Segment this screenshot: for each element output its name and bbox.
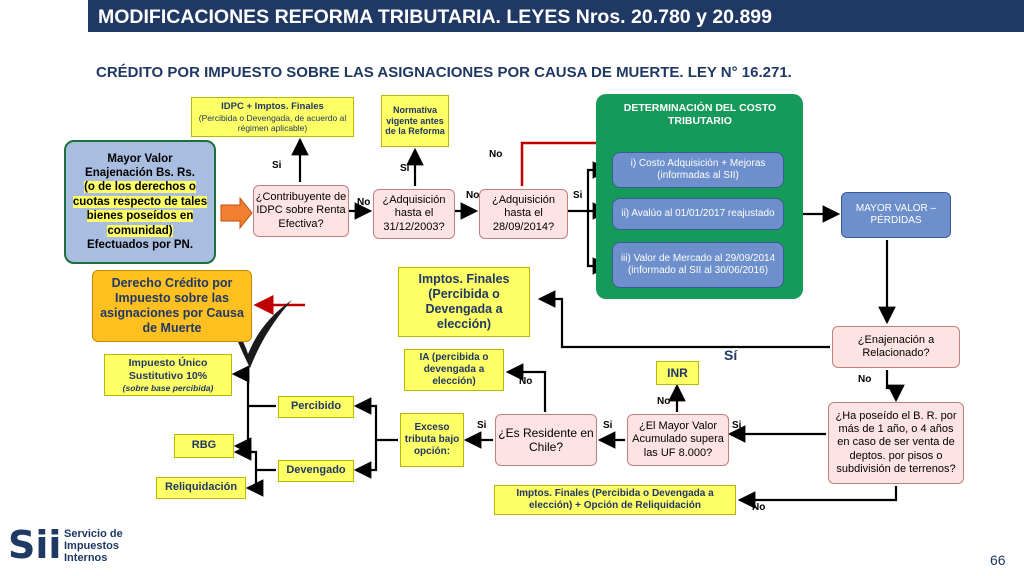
inr-box: INR xyxy=(656,361,699,385)
imptos-reliquidacion-box: Imptos. Finales (Percibida o Devengada a… xyxy=(494,485,736,515)
impuesto-unico-box: Impuesto Único Sustitutivo 10% (sobre ba… xyxy=(104,354,232,396)
mayor-valor-box: Mayor Valor Enajenación Bs. Rs. (o de lo… xyxy=(64,140,216,264)
label-no-residente: No xyxy=(519,376,533,387)
mayor-valor-line2: (o de los derechos o cuotas respecto de … xyxy=(72,181,208,237)
mayor-valor-line1: Mayor Valor Enajenación Bs. Rs. xyxy=(85,152,195,180)
label-no-contribuyente: No xyxy=(357,197,371,208)
label-si-2003: Si xyxy=(400,163,410,174)
exceso-box: Exceso tributa bajo opción: xyxy=(400,413,464,467)
percibido-box: Percibido xyxy=(278,396,354,418)
derecho-credito-box: Derecho Crédito por Impuesto sobre las a… xyxy=(92,270,252,342)
page-title: MODIFICACIONES REFORMA TRIBUTARIA. LEYES… xyxy=(98,6,772,28)
mayor-valor-line3: Efectuados por PN. xyxy=(86,238,194,251)
label-si-enajenacion: Sí xyxy=(724,347,738,363)
impuesto-unico-line1: Impuesto Único Sustitutivo 10% xyxy=(128,357,208,382)
mayor-valor-perdidas: MAYOR VALOR – PÉRDIDAS xyxy=(841,192,951,238)
label-no-2014: No xyxy=(489,149,503,160)
devengado-box: Devengado xyxy=(278,460,354,482)
label-no-2003: No xyxy=(466,190,480,201)
q-contribuyente: ¿Contribuyente de IDPC sobre Renta Efect… xyxy=(253,185,349,237)
impuesto-unico-line2: (sobre base percibida) xyxy=(122,382,214,393)
rbg-box: RBG xyxy=(174,434,234,458)
label-si-2014: Si xyxy=(573,190,583,201)
sii-logo: Sii Servicio de Impuestos Internos xyxy=(8,522,158,572)
ia-percibida-box: IA (percibida o devengada a elección) xyxy=(404,349,504,391)
label-si-poseido: Si xyxy=(732,420,742,431)
sii-logo-mark: Sii xyxy=(8,523,62,567)
costo-option-2: ii) Avalúo al 01/01/2017 reajustado xyxy=(612,198,784,230)
label-si-uf: Si xyxy=(603,420,613,431)
sii-logo-line3: Internos xyxy=(64,552,108,564)
q-adquisicion-2003: ¿Adquisición hasta el 31/12/2003? xyxy=(373,189,455,239)
label-no-uf: No xyxy=(657,396,671,407)
idpc-sub: (Percibida o Devengada, de acuerdo al ré… xyxy=(198,112,347,133)
sii-logo-text: Servicio de Impuestos Internos xyxy=(64,528,123,564)
sii-logo-line1: Servicio de xyxy=(64,528,123,540)
costo-option-3: iii) Valor de Mercado al 29/09/2014 (inf… xyxy=(612,242,784,288)
q-poseido: ¿Ha poseído el B. R. por más de 1 año, o… xyxy=(828,402,964,484)
checkmark-icon xyxy=(232,300,292,368)
title-bar xyxy=(88,0,1024,32)
idpc-box: IDPC + Imptos. Finales (Percibida o Deve… xyxy=(191,97,354,137)
label-si-contribuyente: Si xyxy=(272,160,282,171)
costo-option-1: i) Costo Adquisición + Mejoras (informad… xyxy=(612,152,784,188)
q-enajenacion: ¿Enajenación a Relacionado? xyxy=(832,326,960,368)
q-adquisicion-2014: ¿Adquisición hasta el 28/09/2014? xyxy=(479,189,568,239)
q-residente: ¿Es Residente en Chile? xyxy=(495,414,597,466)
imptos-finales-box: Imptos. Finales (Percibida o Devengada a… xyxy=(398,267,530,337)
sii-logo-line2: Impuestos xyxy=(64,540,120,552)
orange-arrow xyxy=(220,196,253,230)
idpc-main: IDPC + Imptos. Finales xyxy=(221,101,324,113)
normativa-box: Normativa vigente antes de la Reforma xyxy=(381,95,449,147)
reliquidacion-box: Reliquidación xyxy=(156,477,246,499)
page-subtitle: CRÉDITO POR IMPUESTO SOBRE LAS ASIGNACIO… xyxy=(96,64,792,81)
label-si-residente: Si xyxy=(477,420,487,431)
label-no-enajenacion: No xyxy=(858,374,872,385)
q-mayor-valor-uf: ¿El Mayor Valor Acumulado supera las UF … xyxy=(627,414,729,466)
determinacion-title: DETERMINACIÓN DEL COSTO TRIBUTARIO xyxy=(623,102,777,127)
page-number: 66 xyxy=(990,552,1006,568)
label-no-poseido: No xyxy=(752,502,766,513)
